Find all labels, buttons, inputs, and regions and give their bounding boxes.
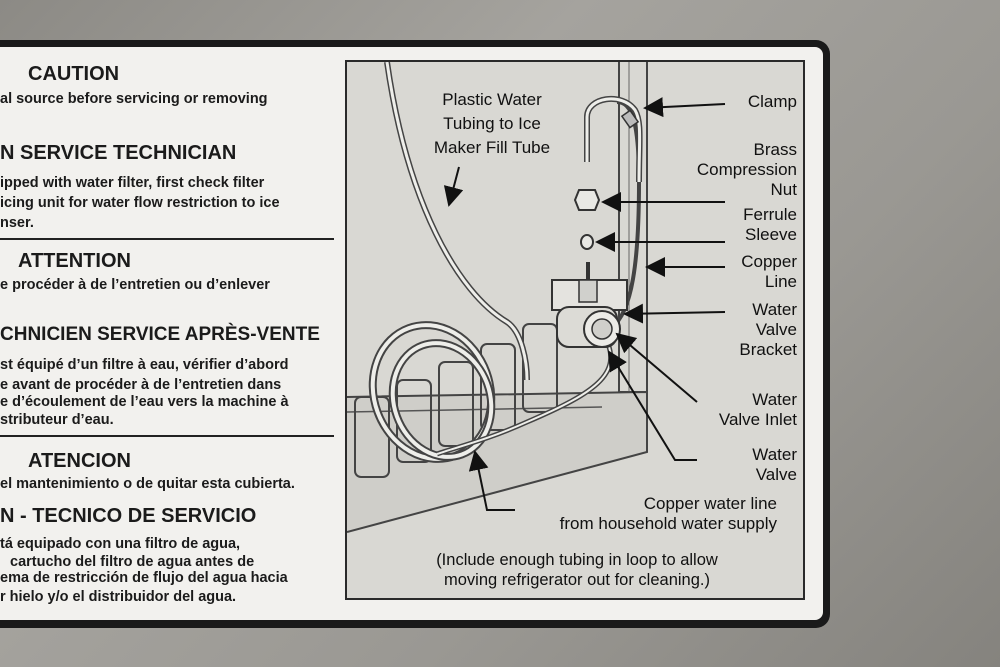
supply-line-label: Copper water line from household water s… <box>559 494 777 533</box>
divider-1 <box>0 238 334 240</box>
technicien-heading: CHNICIEN SERVICE APRÈS-VENTE <box>0 324 320 345</box>
atencion-text: el mantenimiento o de quitar esta cubier… <box>0 476 295 492</box>
tecnico-text-3: ema de restricción de flujo del agua hac… <box>0 570 288 586</box>
copper-line-label: Copper Line <box>741 252 797 291</box>
tecnico-text-1: tá equipado con una filtro de agua, <box>0 536 241 552</box>
technician-heading: N SERVICE TECHNICIAN <box>0 142 237 164</box>
clamp-label: Clamp <box>747 92 797 111</box>
tecnico-heading: N - TECNICO DE SERVICIO <box>0 505 257 527</box>
base-panel <box>347 390 648 533</box>
attention-text: e procéder à de l’entretien ou d’enlever <box>0 277 270 293</box>
diagram-illustration <box>347 62 726 533</box>
clamp-icon <box>620 109 640 129</box>
tecnico-text-2: cartucho del filtro de agua antes de <box>10 554 255 570</box>
tubing-loop <box>368 321 496 463</box>
technicien-text-4: stributeur d’eau. <box>0 412 114 428</box>
ferrule-icon <box>580 234 594 250</box>
caution-text: al source before servicing or removing <box>0 91 268 107</box>
technicien-text-1: st équipé d’un filtre à eau, vérifier d’… <box>0 357 289 373</box>
technician-text-3: nser. <box>0 215 34 231</box>
water-valve-icon <box>551 262 628 348</box>
tubing-label: Plastic Water Tubing to Ice Maker Fill T… <box>433 90 551 157</box>
tecnico-text-4: r hielo y/o el distribuidor del agua. <box>0 589 237 605</box>
brass-nut-icon <box>573 189 601 211</box>
atencion-heading: ATENCION <box>28 450 131 472</box>
brass-nut-label: Brass Compression Nut <box>696 140 797 199</box>
technician-text-2: icing unit for water flow restriction to… <box>0 195 280 211</box>
valve-bracket-label: Water Valve Bracket <box>739 300 797 359</box>
technicien-text-2: e avant de procéder à de l’entretien dan… <box>0 377 282 393</box>
divider-2 <box>0 435 334 437</box>
technician-text-1: ipped with water filter, first check fil… <box>0 175 265 191</box>
caution-heading: CAUTION <box>28 63 120 85</box>
attention-heading: ATTENTION <box>18 250 131 272</box>
water-valve-label: Water Valve <box>752 445 797 484</box>
ferrule-label: Ferrule Sleeve <box>743 205 797 244</box>
valve-inlet-label: Water Valve Inlet <box>718 390 797 429</box>
water-valve-diagram: Plastic Water Tubing to Ice Maker Fill T… <box>345 60 805 600</box>
technicien-text-3: e d’écoulement de l’eau vers la machine … <box>0 394 289 410</box>
callout-arrows <box>443 97 726 511</box>
loop-note: (Include enough tubing in loop to allow … <box>436 551 718 589</box>
